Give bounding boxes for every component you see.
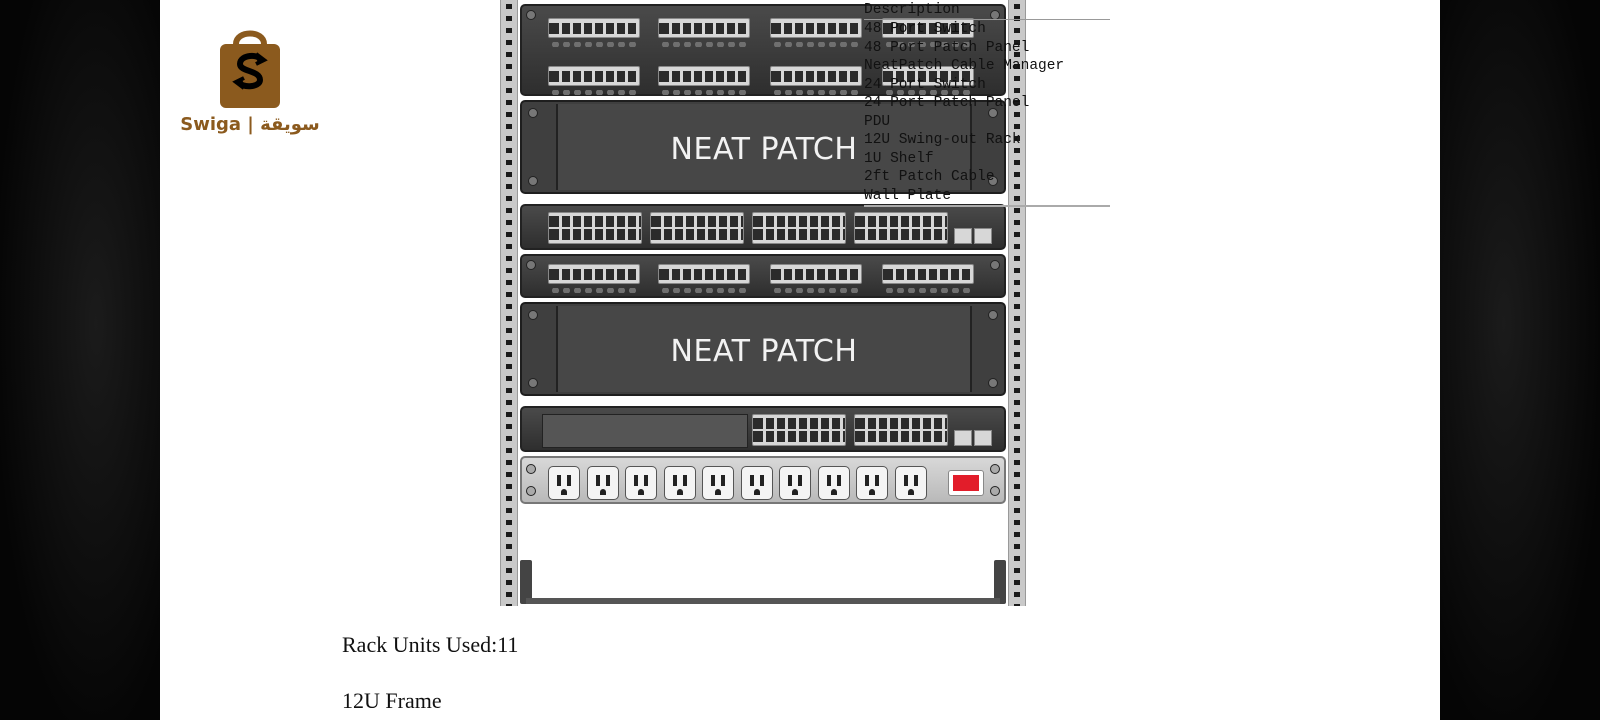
legend-header: Description	[864, 2, 1110, 20]
rack-rail-left	[500, 0, 518, 606]
background-left	[0, 0, 160, 720]
legend-item: NeatPatch Cable Manager	[864, 58, 1065, 74]
legend-item: 1U Shelf	[864, 150, 934, 167]
shopping-bag-logo-icon	[220, 30, 280, 108]
neatpatch-label-2: NEAT PATCH	[670, 334, 858, 369]
brand-watermark: Swiga | سويقة	[176, 26, 324, 146]
rack-device-patch-panel	[520, 254, 1006, 298]
pdu-power-switch	[948, 470, 984, 496]
pdu-outlet-icon	[779, 466, 811, 500]
legend-item: 2ft Patch Cable	[864, 169, 995, 185]
rack-device-1u-shelf	[520, 560, 1006, 604]
background-right	[1440, 0, 1600, 720]
pdu-outlet-icon	[586, 466, 619, 500]
rack-rail-right	[1008, 0, 1026, 606]
brand-text: Swiga | سويقة	[180, 114, 320, 135]
rack-device-24-port-switch	[520, 406, 1006, 452]
diagram-page: Swiga | سويقة	[160, 0, 1440, 720]
pdu-outlet-icon	[894, 466, 927, 500]
rack-units-used-caption: Rack Units Used:11	[342, 632, 519, 657]
legend-item: 24 Port Patch Panel	[864, 95, 1030, 111]
rack-diagram: NEAT PATCH NEAT PA	[500, 0, 1026, 606]
rack-device-neatpatch-cable-manager: NEAT PATCH	[520, 100, 1006, 194]
legend-item: 12U Swing-out Rack	[864, 132, 1021, 148]
legend-item: Wall Plate	[864, 187, 1110, 207]
legend-item: 48 Port Switch	[864, 21, 986, 37]
pdu-outlet-icon	[702, 466, 734, 500]
pdu-outlet-icon	[548, 466, 580, 500]
rack-device-pdu	[520, 456, 1006, 504]
pdu-outlet-icon	[817, 466, 850, 500]
neatpatch-label: NEAT PATCH	[670, 132, 858, 167]
pdu-outlet-icon	[625, 466, 657, 500]
rack-device-neatpatch-cable-manager-2: NEAT PATCH	[520, 302, 1006, 396]
frame-size-caption: 12U Frame	[342, 688, 442, 713]
legend-item: 48 Port Patch Panel	[864, 39, 1030, 56]
rack-device-48-port-switch	[520, 204, 1006, 250]
legend-item: 24 Port Switch	[864, 76, 986, 93]
legend-item: PDU	[864, 113, 891, 130]
component-legend: Description 48 Port Switch 48 Port Patch …	[864, 2, 1110, 207]
pdu-outlet-icon	[663, 466, 696, 500]
pdu-outlet-icon	[856, 466, 888, 500]
pdu-outlet-icon	[740, 466, 773, 500]
